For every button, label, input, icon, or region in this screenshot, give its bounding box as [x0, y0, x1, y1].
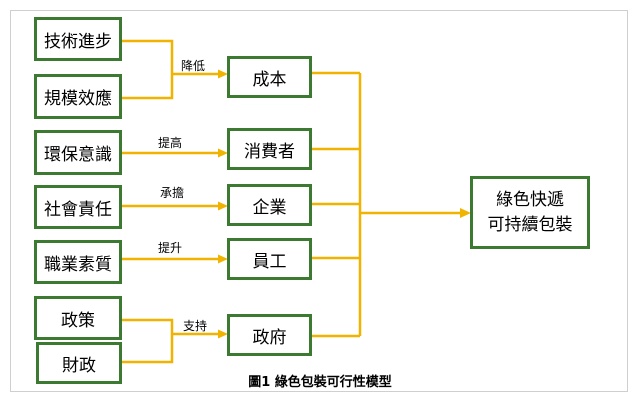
connector-policy-to-merge: [121, 318, 174, 334]
actor-cost: 成本: [227, 56, 312, 98]
arrowhead-staff: [218, 254, 228, 264]
factor-finance: 財政: [36, 342, 122, 384]
edge-label-raise: 提高: [158, 136, 183, 150]
arrowhead-cost: [218, 69, 228, 79]
figure-caption: 圖1 綠色包裝可行性模型: [248, 375, 392, 390]
actor-consumer: 消費者: [227, 128, 312, 170]
factor-policy: 政策: [34, 296, 122, 340]
actor-enterprise-label: 企業: [252, 197, 287, 218]
connector-finance-to-merge: [121, 334, 174, 364]
actor-staff: 員工: [227, 238, 312, 280]
edge-label-lower: 降低: [181, 59, 206, 73]
connector-tech-to-merge: [121, 39, 174, 74]
factor-finance-label: 財政: [62, 355, 96, 376]
factor-staff-quality-label: 職業素質: [44, 254, 112, 275]
factor-env-awareness-label: 環保意識: [44, 145, 112, 165]
factor-staff-quality: 職業素質: [34, 240, 122, 284]
actor-government-label: 政府: [252, 327, 287, 348]
edge-label-improve: 提升: [158, 241, 183, 255]
factor-scale-effect-label: 規模效應: [44, 89, 112, 109]
connector-scale-to-merge: [121, 74, 174, 100]
arrowhead-goal: [460, 208, 471, 218]
factor-social-responsibility-label: 社會責任: [44, 199, 112, 220]
edge-label-undertake: 承擔: [160, 186, 185, 200]
factor-scale-effect: 規模效應: [34, 74, 122, 119]
actor-consumer-label: 消費者: [244, 141, 295, 162]
arrowhead-enterprise: [218, 201, 228, 211]
goal-box: 綠色快遞 可持續包裝: [470, 176, 590, 249]
figure-frame: [10, 10, 628, 392]
edge-label-support: 支持: [183, 319, 208, 333]
arrowhead-consumer: [218, 148, 228, 158]
factor-policy-label: 政策: [61, 310, 95, 331]
factor-env-awareness: 環保意識: [34, 130, 122, 175]
arrowhead-government: [218, 329, 228, 339]
factor-tech-progress-label: 技術進步: [44, 31, 112, 52]
factor-social-responsibility: 社會責任: [34, 185, 122, 229]
goal-line-2: 可持續包裝: [487, 214, 573, 235]
factor-tech-progress: 技術進步: [34, 17, 122, 61]
actor-government: 政府: [227, 314, 312, 356]
actor-staff-label: 員工: [252, 251, 287, 272]
actor-enterprise: 企業: [227, 184, 312, 226]
goal-line-1: 綠色快遞: [496, 189, 564, 210]
actor-cost-label: 成本: [252, 69, 287, 90]
